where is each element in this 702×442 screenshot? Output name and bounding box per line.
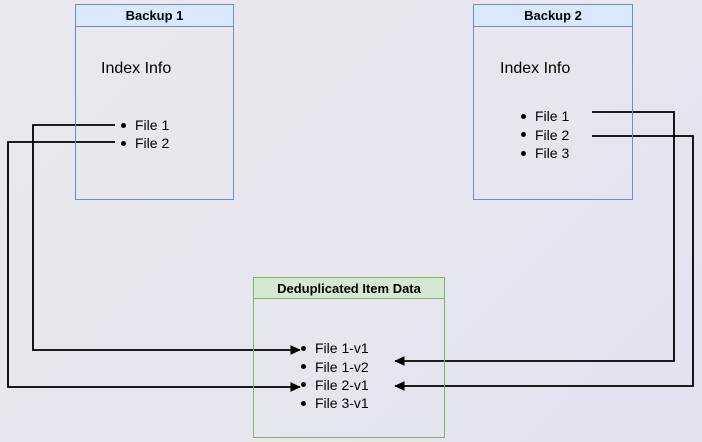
bullet-icon	[121, 140, 126, 146]
deduplicated-item-data-box: Deduplicated Item Data	[253, 277, 445, 438]
bullet-icon	[301, 364, 306, 370]
dedup-title: Deduplicated Item Data	[254, 278, 444, 299]
list-item: File 2-v1	[301, 376, 369, 394]
list-item: File 1	[521, 107, 569, 126]
backup1-box: Backup 1	[75, 4, 234, 200]
backup2-box: Backup 2	[473, 4, 633, 200]
list-item: File 2	[521, 126, 569, 145]
item-label: File 1	[135, 117, 170, 133]
bullet-icon	[521, 150, 526, 156]
item-label: File 2-v1	[315, 376, 369, 393]
item-label: File 1-v1	[315, 340, 369, 357]
list-item: File 3-v1	[301, 394, 369, 412]
bullet-icon	[521, 132, 526, 138]
bullet-icon	[301, 382, 306, 388]
backup2-index-info-label: Index Info	[500, 60, 571, 77]
item-label: File 1-v2	[315, 358, 369, 375]
list-item: File 1	[121, 116, 169, 134]
list-item: File 3	[521, 144, 569, 163]
backup1-index-info-label: Index Info	[101, 60, 172, 77]
list-item: File 1-v1	[301, 339, 369, 357]
bullet-icon	[301, 345, 306, 351]
item-label: File 3	[535, 145, 570, 162]
item-label: File 3-v1	[315, 395, 369, 412]
item-label: File 2	[135, 135, 170, 151]
item-label: File 2	[535, 126, 570, 143]
backup1-file-list: File 1 File 2	[121, 116, 169, 152]
item-label: File 1	[535, 108, 570, 125]
bullet-icon	[121, 122, 126, 128]
list-item: File 2	[121, 134, 169, 152]
backup2-title: Backup 2	[474, 5, 632, 27]
list-item: File 1-v2	[301, 357, 369, 375]
bullet-icon	[301, 400, 306, 406]
bullet-icon	[521, 113, 526, 119]
backup1-title: Backup 1	[76, 5, 233, 27]
